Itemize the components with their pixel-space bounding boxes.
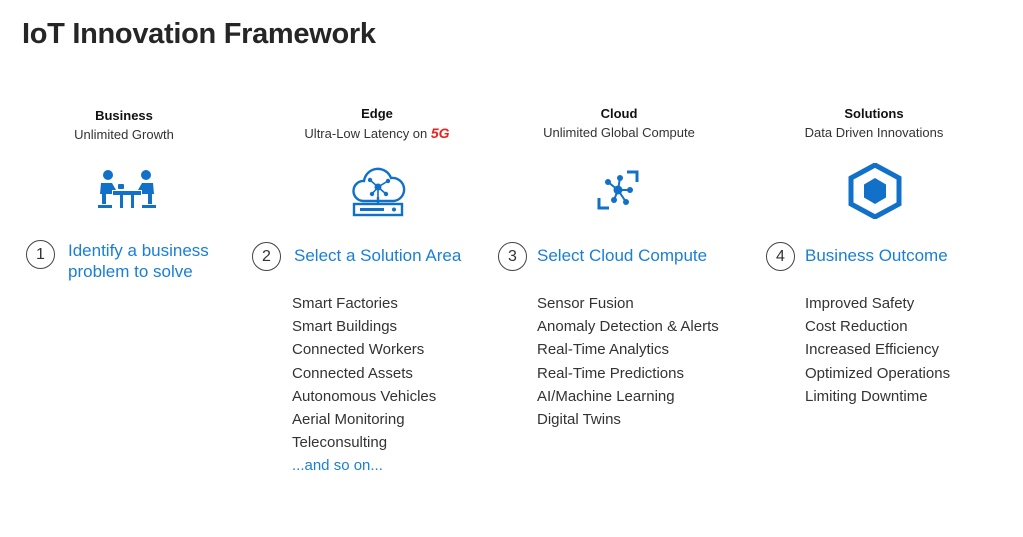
list-item: Sensor Fusion xyxy=(537,295,634,312)
step-1-label: Identify a business problem to solve xyxy=(68,241,209,281)
business-subheading: Unlimited Growth xyxy=(74,127,174,142)
cloud-subheading: Unlimited Global Compute xyxy=(543,125,695,140)
step-3-number: 3 xyxy=(498,242,527,271)
list-item: Digital Twins xyxy=(537,410,621,428)
edge-subheading: Ultra-Low Latency on 5G xyxy=(267,123,487,144)
list-item: Real-Time Predictions xyxy=(537,364,684,382)
step-3-label: Select Cloud Compute xyxy=(537,246,708,265)
list-item: Real-Time Analytics xyxy=(537,341,669,359)
list-item: Teleconsulting xyxy=(292,434,388,452)
step-1-number: 1 xyxy=(26,240,55,269)
edge-subheading-text: Ultra-Low Latency on xyxy=(304,126,428,141)
step-2: 2 Select a Solution Area xyxy=(252,242,461,271)
edge-header: Edge Ultra-Low Latency on 5G xyxy=(267,105,487,144)
step-1: 1 Identify a business problem to solve xyxy=(26,240,228,282)
list-item: Cost Reduction xyxy=(805,318,908,336)
list-item: Connected Workers xyxy=(292,341,425,359)
edge-heading: Edge xyxy=(361,106,393,121)
and-so-on-link: ...and so on... xyxy=(292,457,383,475)
step-3: 3 Select Cloud Compute xyxy=(498,242,707,271)
cloud-network-server-icon xyxy=(352,167,406,217)
cloud-heading: Cloud xyxy=(600,106,638,121)
list-item: Aerial Monitoring xyxy=(292,410,405,428)
list-item: Improved Safety xyxy=(805,295,915,312)
list-item: Smart Factories xyxy=(292,295,398,312)
step-4-label: Business Outcome xyxy=(805,246,948,265)
list-item: Anomaly Detection & Alerts xyxy=(537,318,719,336)
list-item: Increased Efficiency xyxy=(805,341,939,359)
page-title: IoT Innovation Framework xyxy=(22,18,376,50)
list-item: Autonomous Vehicles xyxy=(292,387,437,405)
list-item: Optimized Operations xyxy=(805,364,951,382)
list-item: Connected Assets xyxy=(292,364,413,382)
step-4-number: 4 xyxy=(766,242,795,271)
list-item: AI/Machine Learning xyxy=(537,387,675,405)
business-heading: Business xyxy=(95,108,153,123)
list-item: Smart Buildings xyxy=(292,318,398,336)
solutions-subheading: Data Driven Innovations xyxy=(804,125,944,140)
business-meeting-icon xyxy=(98,170,156,208)
step-2-number: 2 xyxy=(252,242,281,271)
step-2-label: Select a Solution Area xyxy=(294,246,462,265)
step-4: 4 Business Outcome xyxy=(766,242,948,271)
5g-label: 5G xyxy=(430,125,450,141)
iot-hub-icon xyxy=(597,170,639,210)
solutions-header: Solutions Data Driven Innovations xyxy=(764,105,984,143)
list-item: Limiting Downtime xyxy=(805,387,928,405)
hexagon-cube-icon xyxy=(848,163,902,219)
business-header: Business Unlimited Growth xyxy=(14,107,234,145)
solutions-heading: Solutions xyxy=(844,106,904,121)
cloud-header: Cloud Unlimited Global Compute xyxy=(509,105,729,143)
